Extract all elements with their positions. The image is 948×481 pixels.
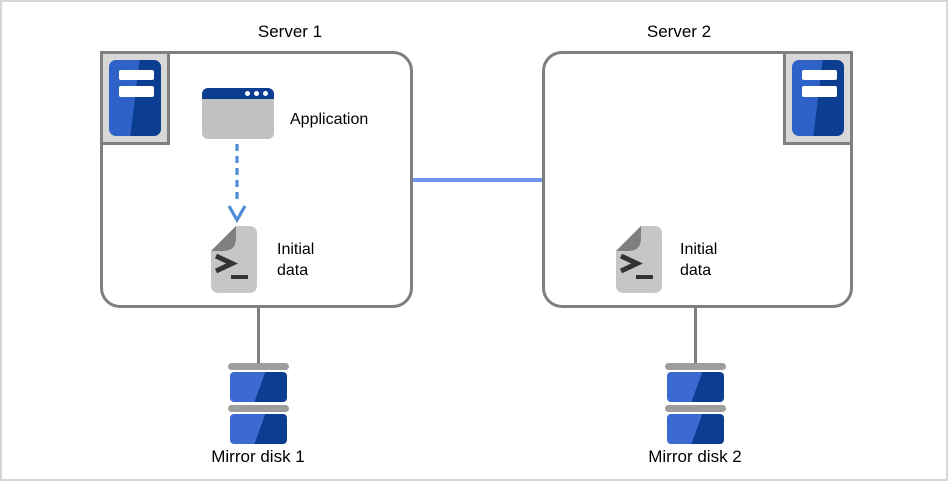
tower-slot-bar xyxy=(119,70,154,80)
application-label: Application xyxy=(290,111,369,128)
initial-data-label-server2: Initial data xyxy=(680,239,717,281)
disk-connection-line xyxy=(694,306,697,364)
disk-body xyxy=(230,372,287,402)
tower-slot-bar xyxy=(802,70,837,80)
disk-connection-line xyxy=(257,306,260,364)
disk-body xyxy=(667,372,724,402)
application-titlebar xyxy=(202,88,274,99)
server-tower-icon xyxy=(109,60,161,136)
disk-body xyxy=(667,414,724,444)
network-connection-line xyxy=(413,178,542,182)
data-flow-arrow-icon xyxy=(227,142,247,224)
window-dot-icon xyxy=(254,91,259,96)
tower-slot-bar xyxy=(119,86,154,97)
script-file-icon xyxy=(615,225,663,294)
tower-slot-bar xyxy=(802,86,837,97)
initial-data-line1: Initial xyxy=(680,241,718,258)
disk-body xyxy=(230,414,287,444)
disk-platter-bar xyxy=(228,405,289,412)
script-file-icon xyxy=(210,225,258,294)
window-dot-icon xyxy=(245,91,250,96)
initial-data-line2: data xyxy=(680,262,712,279)
application-window-body xyxy=(202,99,274,139)
application-window-icon xyxy=(202,88,274,139)
server2-title: Server 2 xyxy=(646,22,712,41)
initial-data-line2: data xyxy=(277,262,309,279)
server1-title: Server 1 xyxy=(257,22,323,41)
window-dot-icon xyxy=(263,91,268,96)
mirror-disk2-label: Mirror disk 2 xyxy=(648,447,742,466)
disk-platter-bar xyxy=(665,363,726,370)
server2-icon-frame xyxy=(783,51,853,145)
mirror-disk1-label: Mirror disk 1 xyxy=(211,447,305,466)
mirror-disk-icon xyxy=(228,363,289,444)
initial-data-line1: Initial xyxy=(277,241,315,258)
server-tower-icon xyxy=(792,60,844,136)
mirror-disk-icon xyxy=(665,363,726,444)
disk-platter-bar xyxy=(228,363,289,370)
initial-data-label-server1: Initial data xyxy=(277,239,314,281)
server1-icon-frame xyxy=(100,51,170,145)
disk-platter-bar xyxy=(665,405,726,412)
